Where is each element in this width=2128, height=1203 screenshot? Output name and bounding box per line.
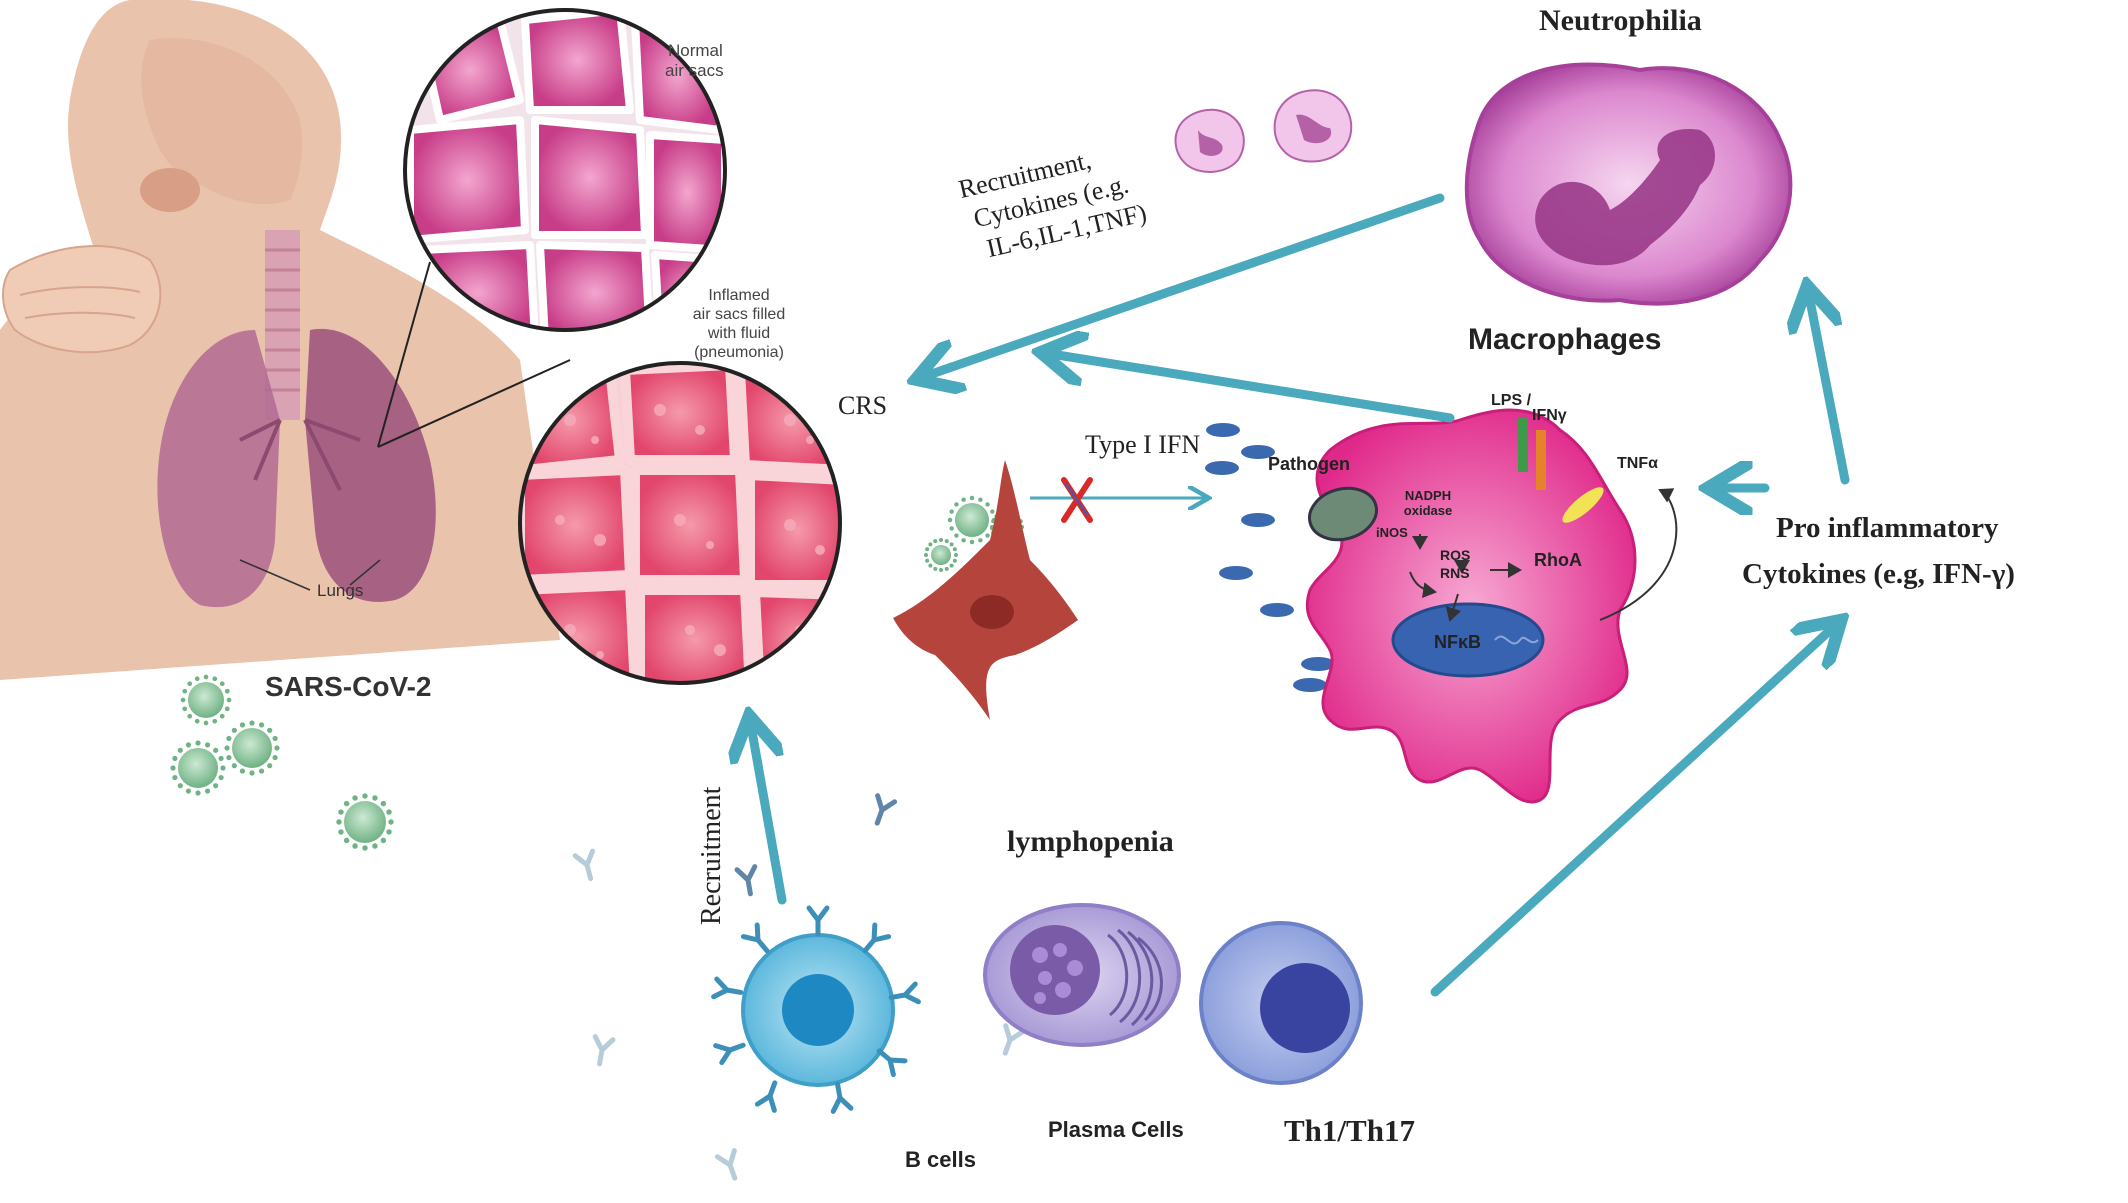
pro-inflammatory-label-2: Cytokines (e.g, IFN-γ)	[1742, 558, 2015, 590]
rhoa-label: RhoA	[1534, 550, 1582, 570]
inflamed-label-4: (pneumonia)	[694, 344, 784, 361]
b-cell	[741, 933, 895, 1087]
antibody-icon	[874, 793, 898, 826]
nadph-label-2: oxidase	[1404, 503, 1452, 518]
arrow-tcell-to-proinflammatory	[1430, 623, 1838, 997]
plasma-cells-label: Plasma Cells	[1048, 1117, 1184, 1142]
arrow-proinflammatory-to-neutrophil	[1808, 290, 1850, 485]
t-cell	[1199, 921, 1363, 1085]
th-label: Th1/Th17	[1284, 1113, 1415, 1148]
rns-label: RNS	[1440, 565, 1470, 581]
normal-air-sacs-label-1: Normal	[668, 41, 723, 60]
antibody-icon	[740, 922, 770, 954]
neutrophil-small-2	[1273, 89, 1353, 163]
crs-label: CRS	[838, 391, 887, 420]
type1-ifn-label: Type I IFN	[1085, 430, 1200, 459]
antibody-icon	[734, 864, 758, 897]
neutrophil-large	[1464, 62, 1793, 306]
plasma-cell	[983, 903, 1181, 1047]
neutrophilia-label: Neutrophilia	[1539, 4, 1702, 37]
infected-cell	[893, 460, 1078, 720]
arrow-recruitment-up	[750, 720, 787, 905]
virus-particle	[180, 674, 232, 726]
antibody-icon	[592, 1034, 616, 1067]
lps-label: LPS /	[1491, 392, 1532, 409]
right-lung	[305, 328, 436, 602]
antibody-icon	[830, 1081, 854, 1114]
tnf-label: TNFα	[1617, 455, 1658, 472]
left-lung	[157, 330, 280, 608]
recruitment-label: Recruitment	[696, 786, 727, 925]
antibody-icon	[888, 981, 921, 1005]
inflamed-label-1: Inflamed	[708, 287, 769, 304]
inflamed-air-sacs	[518, 361, 842, 685]
virus-particle	[336, 793, 394, 851]
ifn-label: IFNγ	[1532, 407, 1567, 424]
antibody-icon	[711, 976, 744, 1000]
normal-air-sacs-label-2: air sacs	[665, 61, 724, 80]
arrows	[750, 193, 1850, 997]
antibodies	[572, 793, 1026, 1181]
antibody-icon	[713, 1042, 746, 1066]
sars-cov-2-label: SARS-CoV-2	[265, 671, 431, 702]
b-cells-label: B cells	[905, 1147, 976, 1172]
virus-particle	[924, 538, 958, 572]
pathogen-particles	[1205, 423, 1335, 692]
antibody-icon	[754, 1080, 778, 1113]
virus-particle	[224, 720, 280, 776]
antibody-icon	[862, 922, 892, 954]
nfkb-label: NFκB	[1434, 632, 1481, 652]
antibody-icon	[1002, 1023, 1026, 1056]
antibody-icon	[806, 905, 830, 937]
inos-label: iNOS	[1376, 525, 1408, 540]
virus-particle	[947, 495, 997, 545]
macrophages-label: Macrophages	[1468, 323, 1661, 356]
virus-particle	[170, 740, 226, 796]
neutrophil-small-1	[1174, 108, 1245, 173]
antibody-icon	[572, 848, 596, 882]
lymphopenia-label: lymphopenia	[1007, 825, 1174, 858]
nadph-label-1: NADPH	[1405, 488, 1451, 503]
antibody-icon	[876, 1048, 908, 1078]
sars-cov-2-virus-group	[170, 495, 1024, 851]
lungs-label: Lungs	[317, 581, 363, 600]
ros-label: ROS	[1440, 547, 1470, 563]
inflamed-label-2: air sacs filled	[693, 306, 785, 323]
arrow-macrophage-to-crs	[1045, 353, 1455, 423]
arrow-neutrophil-to-crs	[920, 193, 1445, 378]
antibody-icon	[714, 1148, 738, 1181]
blocked-x-icon	[1061, 477, 1093, 523]
macrophage	[1305, 408, 1678, 804]
human-figure	[0, 0, 560, 680]
pathogen-label: Pathogen	[1268, 454, 1350, 474]
inflamed-label-3: with fluid	[707, 325, 770, 342]
pro-inflammatory-label-1: Pro inflammatory	[1776, 512, 1999, 544]
recruitment-cytokines-label: Recruitment, Cytokines (e.g. IL-6,IL-1,T…	[956, 145, 1150, 263]
